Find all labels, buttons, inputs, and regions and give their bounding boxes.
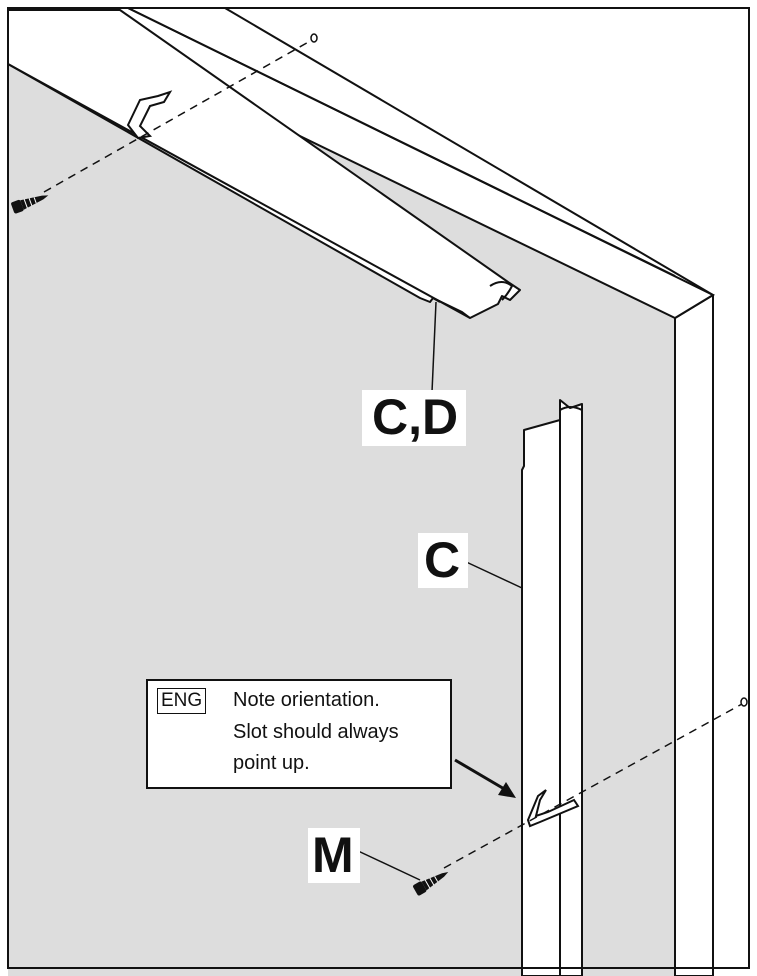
alignment-line-top — [43, 39, 313, 193]
leader-line-c — [461, 559, 523, 589]
leader-line-cd — [431, 301, 437, 393]
orientation-note: ENG Note orientation. Slot should always… — [146, 679, 452, 789]
note-line: Slot should always — [233, 721, 399, 743]
alignment-hole-bottom — [740, 697, 748, 707]
screw-icon — [413, 872, 449, 896]
part-label-m: M — [308, 828, 360, 883]
language-tag: ENG — [157, 688, 207, 714]
alignment-hole-top — [310, 33, 318, 43]
panel-edge — [674, 294, 714, 976]
arrow-icon — [454, 758, 516, 798]
screw-icon — [11, 195, 49, 214]
part-label-c: C — [418, 533, 469, 588]
note-line: Note orientation. — [233, 689, 380, 711]
clip-slot-icon — [526, 789, 580, 828]
note-line: point up. — [233, 752, 310, 774]
trim-strip-vertical — [521, 399, 583, 976]
diagram-frame — [7, 7, 750, 969]
clip-slot-icon — [126, 90, 173, 140]
part-label-cd: C,D — [362, 390, 467, 446]
trim-strip-horizontal — [7, 9, 521, 319]
leader-line-m — [355, 849, 421, 881]
alignment-line-bottom — [443, 703, 743, 869]
